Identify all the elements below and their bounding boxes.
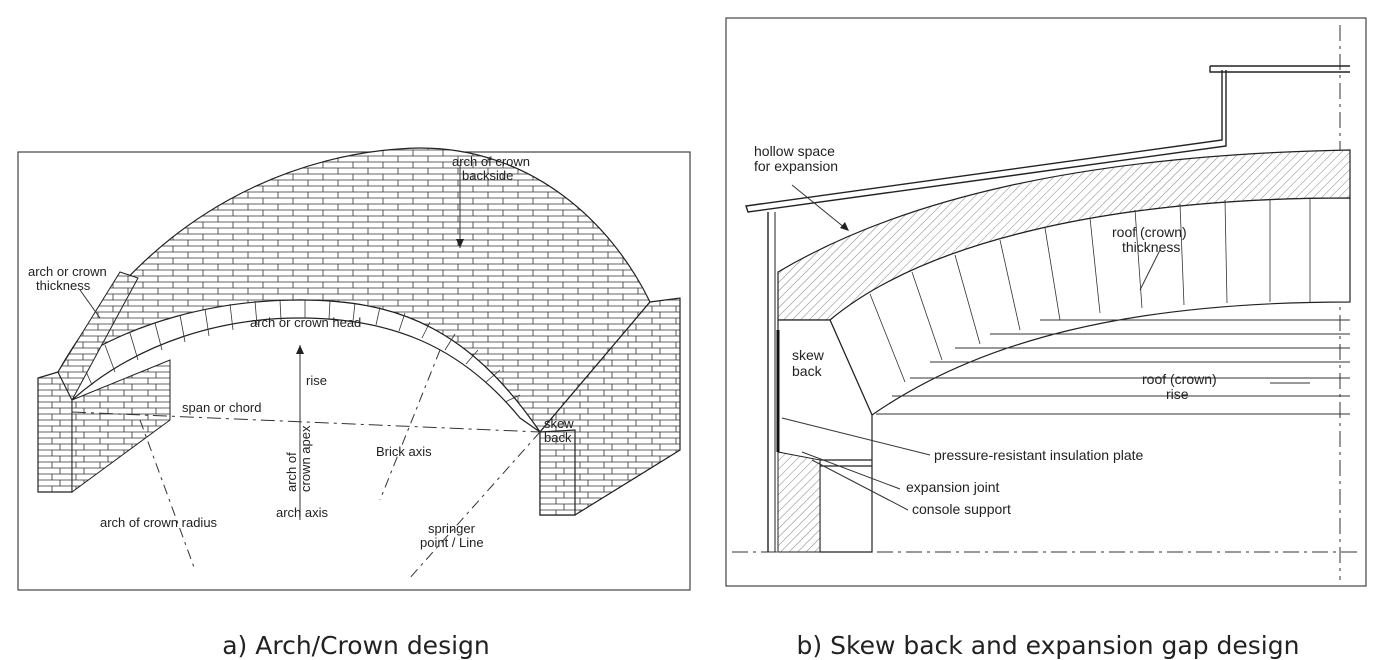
label-radius: arch of crown radius	[100, 515, 218, 530]
span-line	[71, 411, 541, 433]
label-apex-2: crown apex	[298, 425, 313, 492]
label-span: span or chord	[182, 400, 262, 415]
right-abutment-front	[539, 429, 576, 516]
label-skew-b-2: back	[792, 363, 823, 379]
console-leader	[811, 459, 909, 511]
panel-b: hollow space for expansion roof (crown) …	[725, 17, 1367, 587]
label-expansion-joint: expansion joint	[906, 479, 1000, 495]
brick-axis-line	[379, 349, 441, 501]
steel-casing	[745, 70, 1227, 213]
label-hollow: hollow space	[754, 143, 835, 159]
label-thickness: arch or crown	[28, 264, 107, 279]
caption-b: b) Skew back and expansion gap design	[797, 631, 1300, 660]
joint-leader	[801, 451, 901, 490]
label-springer: springer	[428, 521, 476, 536]
plate-leader	[781, 417, 931, 456]
label-skew-2: back	[544, 430, 572, 445]
rise-arrow	[296, 345, 304, 354]
label-roof-rise-2: rise	[1166, 386, 1189, 402]
left-edge-bricks	[57, 271, 139, 402]
label-rise: rise	[306, 373, 327, 388]
label-springer-2: point / Line	[420, 535, 484, 550]
label-backside-2: backside	[462, 168, 513, 183]
label-skew-b: skew	[792, 347, 825, 363]
label-backside: arch of crown	[452, 154, 530, 169]
top-steel	[1209, 65, 1350, 73]
label-apex: arch of	[284, 452, 299, 492]
thickness-leader-b	[1139, 249, 1161, 291]
rise-lines	[876, 319, 1350, 415]
label-roof-thickness-2: thickness	[1122, 239, 1180, 255]
thickness-leader	[79, 289, 101, 319]
crown-joints	[869, 198, 1311, 383]
backside-arrow	[456, 239, 464, 248]
springer-line	[407, 431, 541, 581]
label-roof-thickness: roof (crown)	[1112, 224, 1187, 240]
left-abutment-side	[71, 359, 171, 493]
label-arch-head: arch or crown head	[250, 315, 361, 330]
hollow-leader	[791, 184, 846, 229]
label-arch-axis: arch axis	[276, 505, 329, 520]
label-hollow-2: for expansion	[754, 158, 838, 174]
panel-a: arch of crown backside arch or crown thi…	[17, 147, 691, 591]
hollow-arrow	[840, 222, 849, 231]
label-console-support: console support	[912, 501, 1011, 517]
label-insulation-plate: pressure-resistant insulation plate	[934, 447, 1144, 463]
arch-head-joints	[79, 299, 521, 403]
label-roof-rise: roof (crown)	[1142, 371, 1217, 387]
label-thickness-2: thickness	[36, 278, 91, 293]
label-brick-axis: Brick axis	[376, 444, 432, 459]
radius-line	[139, 419, 196, 571]
crown-bricks	[829, 197, 1351, 416]
label-skew: skew	[544, 416, 574, 431]
expansion-joint-line	[820, 459, 872, 467]
console-hatched	[777, 451, 821, 553]
caption-a: a) Arch/Crown design	[222, 631, 490, 660]
